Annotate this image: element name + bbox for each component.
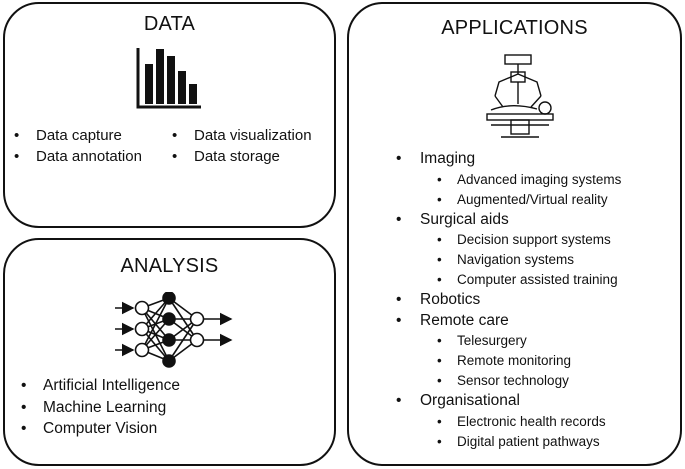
category-item: Imaging Advanced imaging systems Augment… (396, 149, 621, 210)
data-panel-title: DATA (143, 13, 196, 35)
analysis-items: Artificial Intelligence Machine Learning… (21, 375, 180, 440)
subitems: Telesurgery Remote monitoring Sensor tec… (420, 331, 621, 391)
list-item: Artificial Intelligence (21, 375, 180, 397)
category-item: Remote care Telesurgery Remote monitorin… (396, 311, 621, 392)
neural-network-icon (115, 292, 233, 368)
category-label: Robotics (420, 291, 481, 308)
data-panel: DATA Data capture Data annotation Data v… (3, 2, 336, 228)
data-items-left: Data capture Data annotation (14, 125, 142, 167)
applications-panel-title: APPLICATIONS (441, 17, 588, 39)
list-item: Computer Vision (21, 418, 180, 440)
analysis-panel: ANALYSIS (3, 238, 336, 466)
list-item: Augmented/Virtual reality (437, 190, 621, 210)
subitems: Decision support systems Navigation syst… (420, 230, 621, 290)
subitems: Advanced imaging systems Augmented/Virtu… (420, 170, 621, 210)
applications-panel: APPLICATIONS Imaging Advanced (347, 2, 682, 466)
list-item: Sensor technology (437, 371, 621, 391)
list-item: Data visualization (172, 125, 311, 146)
category-item: Robotics (396, 290, 621, 311)
surgical-robot-icon (486, 54, 554, 138)
analysis-panel-title: ANALYSIS (120, 255, 219, 277)
data-items-right: Data visualization Data storage (172, 125, 312, 167)
category-label: Organisational (420, 392, 520, 409)
list-item: Computer assisted training (437, 270, 621, 290)
category-label: Surgical aids (420, 210, 509, 228)
subitems: Electronic health records Digital patien… (420, 412, 621, 452)
list-item: Navigation systems (437, 250, 621, 270)
list-item: Electronic health records (437, 412, 621, 432)
list-item: Digital patient pathways (437, 432, 621, 452)
list-item: Advanced imaging systems (437, 170, 621, 190)
list-item: Decision support systems (437, 230, 621, 250)
list-item: Data capture (14, 125, 142, 146)
bar-chart-icon (136, 48, 201, 109)
list-item: Machine Learning (21, 397, 180, 419)
list-item: Telesurgery (437, 331, 621, 351)
applications-items: Imaging Advanced imaging systems Augment… (396, 149, 621, 452)
list-item: Remote monitoring (437, 351, 621, 371)
category-label: Imaging (420, 150, 476, 167)
list-item: Data storage (172, 146, 312, 167)
list-item: Data annotation (14, 146, 142, 167)
category-item: Organisational Electronic health records… (396, 391, 621, 452)
category-label: Remote care (420, 311, 509, 329)
category-item: Surgical aids Decision support systems N… (396, 210, 621, 291)
